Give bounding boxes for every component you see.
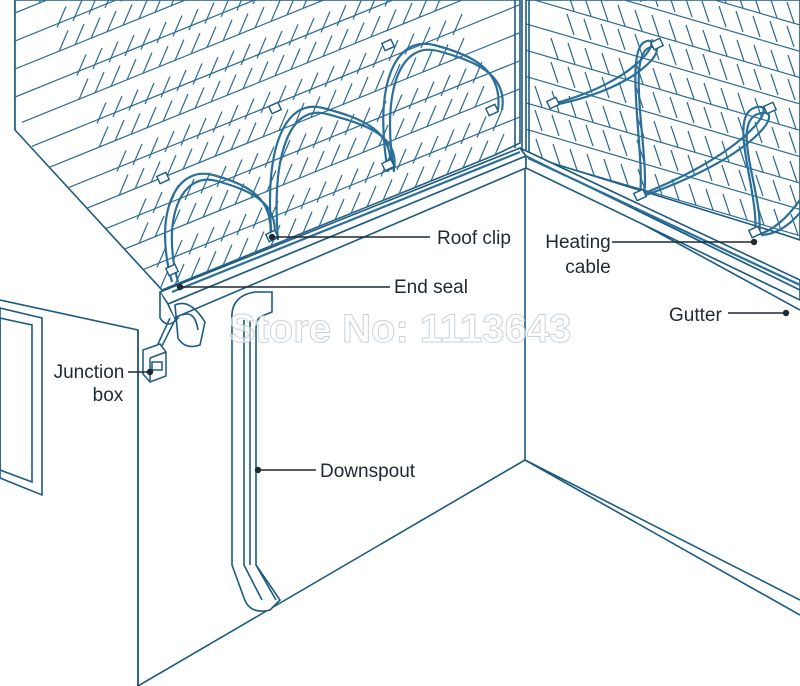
roof-valley [514,0,530,152]
label-roof-clip: Roof clip [437,228,511,249]
watermark-text: Store No: 1113643 [229,307,571,351]
label-end-seal: End seal [394,277,468,298]
window [0,307,43,497]
label-gutter: Gutter [669,305,722,326]
roof-left [14,0,521,291]
label-downspout: Downspout [320,461,416,482]
heating-cable [155,37,800,294]
gutter-end [174,302,206,348]
callout-leaders [128,233,790,474]
downspout [231,291,282,612]
label-heating-cable-line1: Heating [545,232,611,253]
roof-right [525,0,800,241]
label-heating-cable-line2: cable [565,257,610,278]
label-junction-box-line2: box [93,385,124,406]
label-junction-box-line1: Junction [54,362,125,383]
